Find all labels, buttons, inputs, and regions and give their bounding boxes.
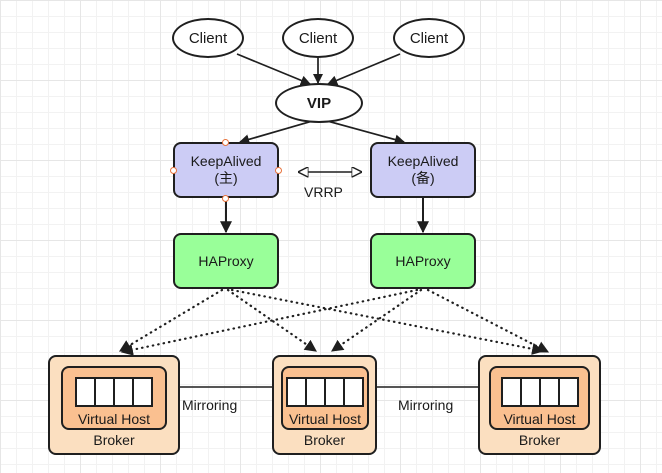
selection-handle-right[interactable] — [275, 167, 282, 174]
edge-haproxy-right-broker3 — [426, 288, 550, 354]
selection-handle-left[interactable] — [170, 167, 177, 174]
haproxy-node-right[interactable]: HAProxy — [370, 233, 476, 289]
edge-haproxy-right-broker2 — [330, 288, 423, 353]
edge-client1-vip — [236, 53, 311, 86]
broker-label: Broker — [93, 432, 135, 448]
queue-icon — [75, 377, 153, 407]
client-label: Client — [298, 29, 338, 47]
virtual-host-label: Virtual Host — [77, 411, 151, 427]
edge-haproxy-left-broker1 — [118, 288, 224, 353]
client-node-2[interactable]: Client — [282, 18, 354, 58]
edge-client3-vip — [327, 53, 401, 86]
edge-haproxy-left-broker3 — [230, 288, 545, 355]
broker-label: Broker — [518, 432, 561, 448]
virtual-host-label: Virtual Host — [288, 411, 362, 427]
client-node-1[interactable]: Client — [172, 18, 244, 58]
client-label: Client — [409, 29, 449, 47]
client-label: Client — [188, 29, 228, 47]
virtual-host-3[interactable]: Virtual Host — [489, 366, 590, 430]
queue-icon — [500, 377, 579, 407]
virtual-host-2[interactable]: Virtual Host — [281, 366, 369, 430]
vip-label: VIP — [306, 94, 332, 112]
haproxy-node-left[interactable]: HAProxy — [173, 233, 279, 289]
keepalived-role-label: (备) — [411, 170, 435, 186]
keepalived-role-label: (主) — [214, 170, 238, 186]
virtual-host-1[interactable]: Virtual Host — [61, 366, 167, 430]
vrrp-edge-label: VRRP — [304, 184, 343, 200]
haproxy-label: HAProxy — [395, 253, 451, 269]
keepalived-label: KeepAlived — [190, 152, 262, 169]
edge-haproxy-left-broker2 — [226, 288, 318, 353]
virtual-host-label: Virtual Host — [503, 411, 576, 427]
edge-haproxy-right-broker1 — [120, 288, 419, 356]
haproxy-label: HAProxy — [198, 253, 254, 269]
queue-icon — [286, 377, 364, 407]
broker-label: Broker — [303, 432, 346, 448]
selection-handle-bottom[interactable] — [222, 195, 229, 202]
keepalived-master-node[interactable]: KeepAlived (主) — [173, 142, 279, 198]
keepalived-label: KeepAlived — [387, 152, 459, 169]
client-node-3[interactable]: Client — [393, 18, 465, 58]
keepalived-backup-node[interactable]: KeepAlived (备) — [370, 142, 476, 198]
selection-handle-top[interactable] — [222, 139, 229, 146]
mirroring-edge-label-right: Mirroring — [398, 397, 454, 413]
mirroring-edge-label-left: Mirroring — [182, 397, 238, 413]
vip-node[interactable]: VIP — [275, 83, 363, 123]
